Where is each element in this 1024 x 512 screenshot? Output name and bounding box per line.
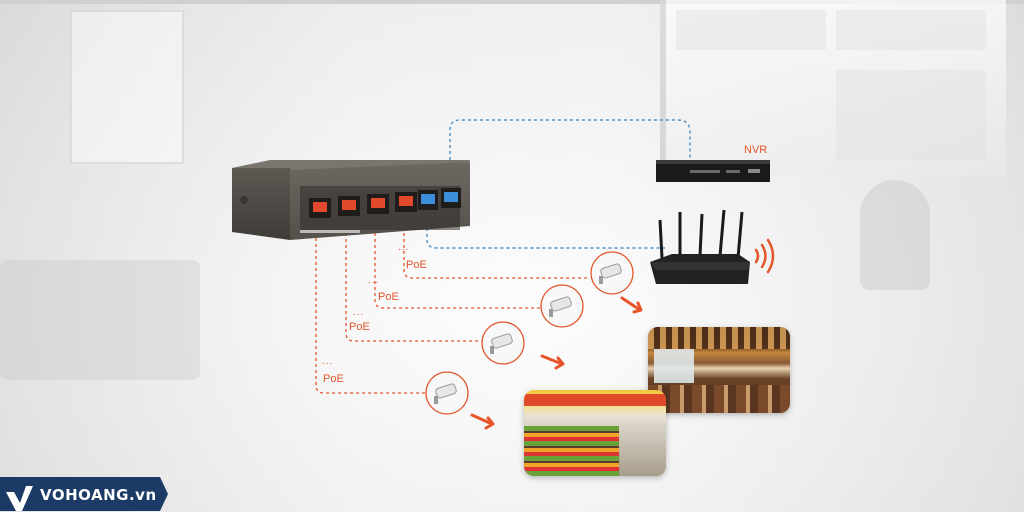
brand-logo (0, 477, 168, 511)
switch-ports (309, 188, 461, 218)
router-uplink-line (426, 210, 665, 249)
uplink-lines (426, 119, 691, 249)
wifi-router (650, 209, 750, 284)
camera-icon (540, 284, 584, 328)
restaurant-photo (648, 327, 790, 413)
nvr-device (656, 160, 770, 182)
poe-lines (315, 215, 590, 394)
ellipsis-label: ... (398, 242, 410, 253)
camera-icon (590, 251, 634, 295)
nvr-label: NVR (744, 144, 768, 156)
camera-icon (481, 321, 525, 365)
watermark-logo: VOHOANG.vn (0, 476, 168, 512)
poe-line-1 (403, 215, 590, 279)
arrow-icon (470, 413, 495, 430)
ellipsis-label: ... (353, 307, 365, 318)
poe-label: PoE (349, 321, 370, 333)
background-person (860, 180, 930, 290)
background-window-right (660, 0, 1006, 175)
poe-switch (232, 160, 470, 240)
background-wall (0, 0, 1024, 4)
arrow-icon (540, 354, 565, 370)
poe-line-2 (374, 215, 540, 309)
ellipsis-label: ... (368, 275, 380, 286)
poe-label: PoE (378, 291, 399, 303)
arrow-icon (620, 296, 643, 314)
poe-label: PoE (323, 373, 344, 385)
wifi-signal-icon (754, 238, 775, 274)
nvr-uplink-line (449, 119, 691, 190)
background-desk (0, 260, 200, 380)
supermarket-photo (524, 390, 666, 476)
watermark-text: VOHOANG.vn (40, 486, 157, 504)
poe-label: PoE (406, 259, 427, 271)
camera-icon (425, 371, 469, 415)
ellipsis-label: ... (322, 356, 334, 367)
background-window (70, 10, 184, 164)
